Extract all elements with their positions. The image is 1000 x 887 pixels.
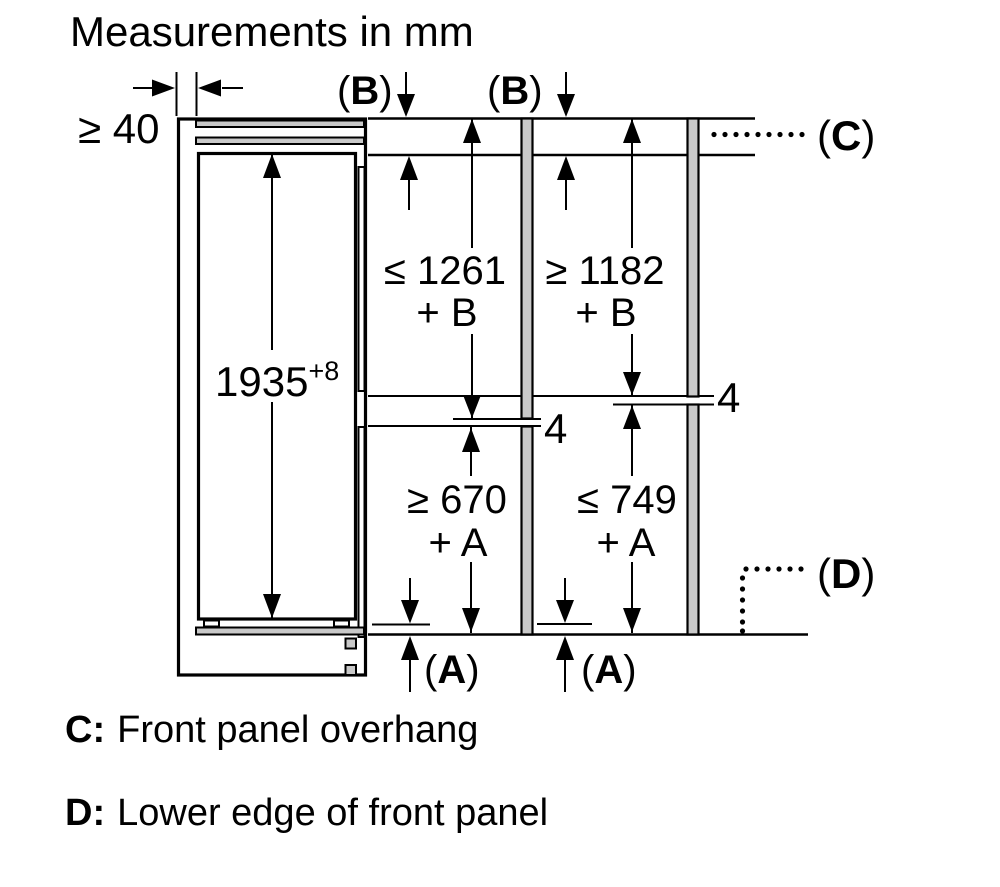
arrowhead-down-icon bbox=[263, 594, 281, 618]
arrowhead-up-icon bbox=[463, 119, 481, 143]
callout-d: (D) bbox=[739, 550, 875, 634]
text-mask bbox=[542, 248, 668, 334]
dim-upper-right: ≥ 1182 + B bbox=[542, 118, 668, 396]
dim-wall-clearance-value: ≥ 40 bbox=[78, 105, 159, 152]
arrowhead-down-icon bbox=[623, 608, 641, 632]
dotted-leader-d bbox=[739, 566, 804, 634]
arrowhead-up-icon bbox=[462, 428, 480, 452]
diagram-title: Measurements in mm bbox=[70, 8, 474, 55]
label-b-right: (B) bbox=[487, 69, 543, 113]
appliance-foot-left bbox=[203, 619, 220, 628]
callout-b-left: (B) bbox=[337, 69, 418, 210]
legend: C:Front panel overhang D:Lower edge of f… bbox=[65, 709, 548, 834]
dim-lower-right: ≤ 749 + A bbox=[565, 404, 683, 633]
appliance-door-lower bbox=[357, 426, 366, 638]
appliance-foot-right bbox=[333, 619, 350, 628]
label-a-right: (A) bbox=[581, 648, 637, 692]
legend-c: C:Front panel overhang bbox=[65, 709, 478, 751]
appliance-outline bbox=[196, 151, 358, 621]
arrowhead-down-icon bbox=[556, 600, 574, 623]
front-panel-lower-left bbox=[520, 425, 534, 636]
text-mask bbox=[388, 248, 510, 334]
dim-upper-left: ≤ 1261 + B bbox=[384, 118, 510, 419]
dim-upper-left-value: ≤ 1261 bbox=[384, 249, 506, 293]
arrowhead-down-icon bbox=[462, 608, 480, 632]
top-batten-1 bbox=[195, 119, 365, 128]
arrowhead-up-icon bbox=[557, 156, 575, 180]
dim-lower-right-term: + A bbox=[597, 521, 656, 565]
text-mask bbox=[210, 350, 342, 402]
dim-lower-left: ≥ 670 + A bbox=[400, 427, 520, 633]
gap-right-value: 4 bbox=[717, 374, 740, 421]
label-b-left: (B) bbox=[337, 69, 393, 113]
top-batten-2 bbox=[195, 136, 365, 145]
arrowhead-up-icon bbox=[263, 154, 281, 178]
callout-c: (C) bbox=[711, 112, 875, 159]
text-mask bbox=[565, 476, 683, 562]
front-panel-lower-right bbox=[686, 403, 700, 636]
label-a-left: (A) bbox=[424, 648, 480, 692]
arrowhead-up-icon bbox=[623, 405, 641, 429]
arrowhead-up-icon bbox=[556, 636, 574, 660]
legend-d: D:Lower edge of front panel bbox=[65, 792, 548, 834]
arrowhead-up-icon bbox=[623, 119, 641, 143]
arrowhead-down-icon bbox=[557, 94, 575, 117]
vent-block-upper bbox=[344, 637, 357, 650]
arrowhead-up-icon bbox=[401, 636, 419, 660]
text-mask bbox=[400, 476, 520, 562]
cabinet-drawing bbox=[176, 117, 368, 677]
dim-wall-clearance: ≥ 40 bbox=[78, 72, 243, 152]
dim-niche-height-value: 1935+8 bbox=[215, 356, 339, 405]
dim-upper-right-value: ≥ 1182 bbox=[545, 249, 664, 293]
arrowhead-down-icon bbox=[397, 94, 415, 117]
callout-a-right: (A) bbox=[556, 578, 637, 692]
front-panels bbox=[520, 117, 700, 636]
dotted-leader-c bbox=[711, 131, 805, 138]
dim-lower-left-value: ≥ 670 bbox=[407, 478, 507, 522]
arrowhead-right-icon bbox=[152, 79, 175, 97]
arrowhead-down-icon bbox=[401, 600, 419, 624]
dim-upper-left-term: + B bbox=[416, 291, 477, 335]
label-d: (D) bbox=[817, 550, 875, 597]
front-panel-upper-left bbox=[520, 117, 534, 420]
dim-niche-height: 1935+8 bbox=[210, 154, 342, 618]
callout-a-left: (A) bbox=[401, 578, 480, 692]
arrowhead-down-icon bbox=[623, 372, 641, 395]
gap-left-value: 4 bbox=[544, 405, 567, 452]
front-panel-upper-right bbox=[686, 117, 700, 398]
base-panel bbox=[195, 626, 365, 636]
dim-lower-right-value: ≤ 749 bbox=[577, 478, 677, 522]
label-c: (C) bbox=[817, 112, 875, 159]
callout-b-right: (B) bbox=[487, 69, 575, 210]
appliance-door-upper bbox=[357, 166, 366, 392]
dim-upper-right-term: + B bbox=[575, 291, 636, 335]
arrowhead-up-icon bbox=[400, 156, 418, 180]
arrowhead-down-icon bbox=[463, 395, 481, 418]
arrowhead-left-icon bbox=[198, 79, 221, 97]
dim-lower-left-term: + A bbox=[429, 521, 488, 565]
cabinet-outline bbox=[176, 117, 368, 677]
vent-block-lower bbox=[344, 664, 357, 676]
